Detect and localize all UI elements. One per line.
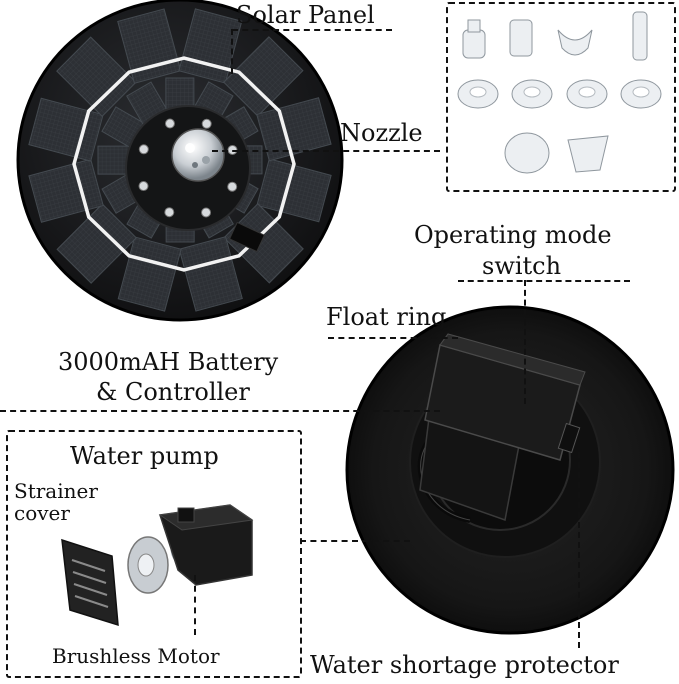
brushless-motor-leader	[194, 575, 196, 635]
nozzle-cap-center	[523, 86, 541, 98]
solar-cell	[56, 36, 137, 118]
operating-mode-leader-vertical	[524, 280, 526, 404]
float-ring-label: Float ring	[326, 303, 447, 331]
nozzle-cap-center	[632, 86, 650, 98]
accessory-parts	[457, 11, 662, 174]
solar-cell	[178, 236, 243, 312]
hub-bolt	[164, 118, 175, 129]
nozzle-cap-center	[469, 86, 487, 98]
solar-cell	[256, 158, 332, 223]
water-shortage-leader	[578, 452, 580, 648]
hub-bolt	[138, 181, 149, 192]
operating-mode-label-line1: Operating mode	[414, 221, 612, 249]
battery-label-line2: & Controller	[96, 378, 250, 406]
water-pump-box	[6, 430, 302, 678]
solar-panel-leader-vertical	[231, 29, 233, 74]
operating-mode-label-line2: switch	[482, 252, 562, 280]
nozzle-cap-center	[578, 86, 596, 98]
nozzle-holder	[567, 135, 609, 173]
battery-leader	[0, 410, 440, 412]
water-shortage-label: Water shortage protector	[310, 651, 619, 679]
crystal-nozzle	[504, 132, 550, 174]
water-pump-illustration	[61, 504, 254, 627]
solar-panel-leader	[232, 29, 392, 31]
nozzle-head	[172, 129, 224, 181]
operating-mode-leader	[458, 280, 630, 282]
hub-bolt	[201, 118, 212, 129]
hub-bolts	[138, 118, 238, 218]
nozzle-part	[632, 11, 648, 61]
panel-ring	[72, 56, 296, 272]
nozzle-part	[509, 19, 533, 57]
battery-label-line1: 3000mAH Battery	[58, 348, 279, 376]
solar-cell	[28, 97, 104, 162]
solar-cell	[256, 97, 332, 162]
hub-bolt	[164, 207, 175, 218]
solar-panel-disc	[16, 0, 344, 322]
hub-bolt	[227, 144, 238, 155]
water-pump-leader	[300, 540, 410, 542]
hub-bolt	[201, 207, 212, 218]
accessories-box	[446, 2, 676, 192]
float-ring-disc	[345, 305, 675, 635]
solar-cell	[56, 203, 138, 284]
float-ring-leader	[328, 337, 458, 339]
hub-bolt	[227, 181, 238, 192]
water-pump-label: Water pump	[70, 442, 219, 470]
brushless-motor-label: Brushless Motor	[52, 644, 220, 668]
hub-bolt	[138, 144, 149, 155]
strainer-label-line2: cover	[14, 501, 70, 525]
nozzle-leader	[212, 150, 440, 152]
solar-cell	[222, 36, 304, 117]
nozzle-label: Nozzle	[340, 119, 423, 147]
solar-panel-label: Solar Panel	[236, 1, 375, 29]
solar-cell	[223, 202, 304, 284]
strainer-label-line1: Strainer	[14, 479, 98, 503]
nozzle-part	[467, 19, 481, 33]
solar-cell	[178, 8, 243, 84]
nozzle-part	[557, 29, 593, 56]
